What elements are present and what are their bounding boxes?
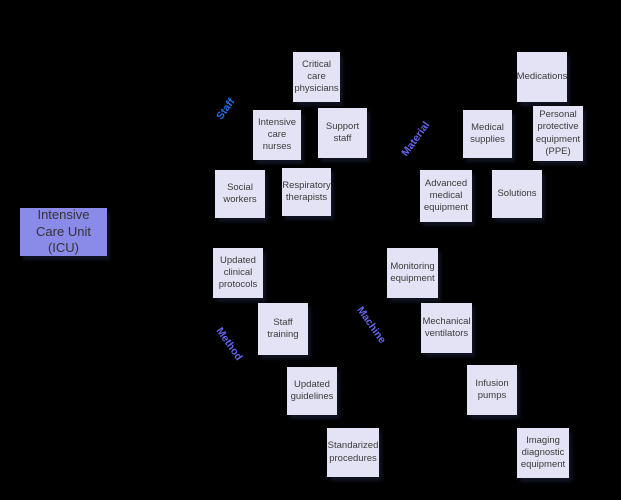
node-standarized-procedures[interactable]: Standarized procedures: [327, 428, 379, 477]
node-support-staff[interactable]: Support staff: [318, 108, 367, 158]
node-solutions[interactable]: Solutions: [492, 170, 542, 218]
node-updated-guidelines[interactable]: Updated guidelines: [287, 367, 337, 415]
node-advanced-medical-equipment[interactable]: Advanced medical equipment: [420, 170, 472, 222]
node-personal-protective-equipment[interactable]: Personal protective equipment (PPE): [533, 106, 583, 161]
node-critical-care-physicians[interactable]: Critical care physicians: [293, 52, 340, 102]
node-monitoring-equipment[interactable]: Monitoring equipment: [387, 248, 438, 298]
node-intensive-care-unit[interactable]: Intensive Care Unit (ICU): [20, 207, 107, 256]
category-label-machine[interactable]: Machine: [354, 304, 389, 346]
node-medical-supplies[interactable]: Medical supplies: [463, 110, 512, 158]
node-staff-training[interactable]: Staff training: [258, 303, 308, 355]
category-label-material[interactable]: Material: [399, 119, 433, 159]
node-updated-clinical-protocols[interactable]: Updated clinical protocols: [213, 248, 263, 298]
category-label-method[interactable]: Method: [213, 325, 245, 363]
category-label-staff[interactable]: Staff: [214, 96, 238, 123]
node-medications[interactable]: Medications: [517, 52, 567, 102]
node-social-workers[interactable]: Social workers: [215, 170, 265, 218]
node-respiratory-therapists[interactable]: Respiratory therapists: [282, 168, 331, 216]
node-imaging-diagnostic-equipment[interactable]: Imaging diagnostic equipment: [517, 428, 569, 478]
node-mechanical-ventilators[interactable]: Mechanical ventilators: [421, 303, 472, 353]
node-intensive-care-nurses[interactable]: Intensive care nurses: [253, 110, 301, 160]
node-infusion-pumps[interactable]: Infusion pumps: [467, 365, 517, 415]
